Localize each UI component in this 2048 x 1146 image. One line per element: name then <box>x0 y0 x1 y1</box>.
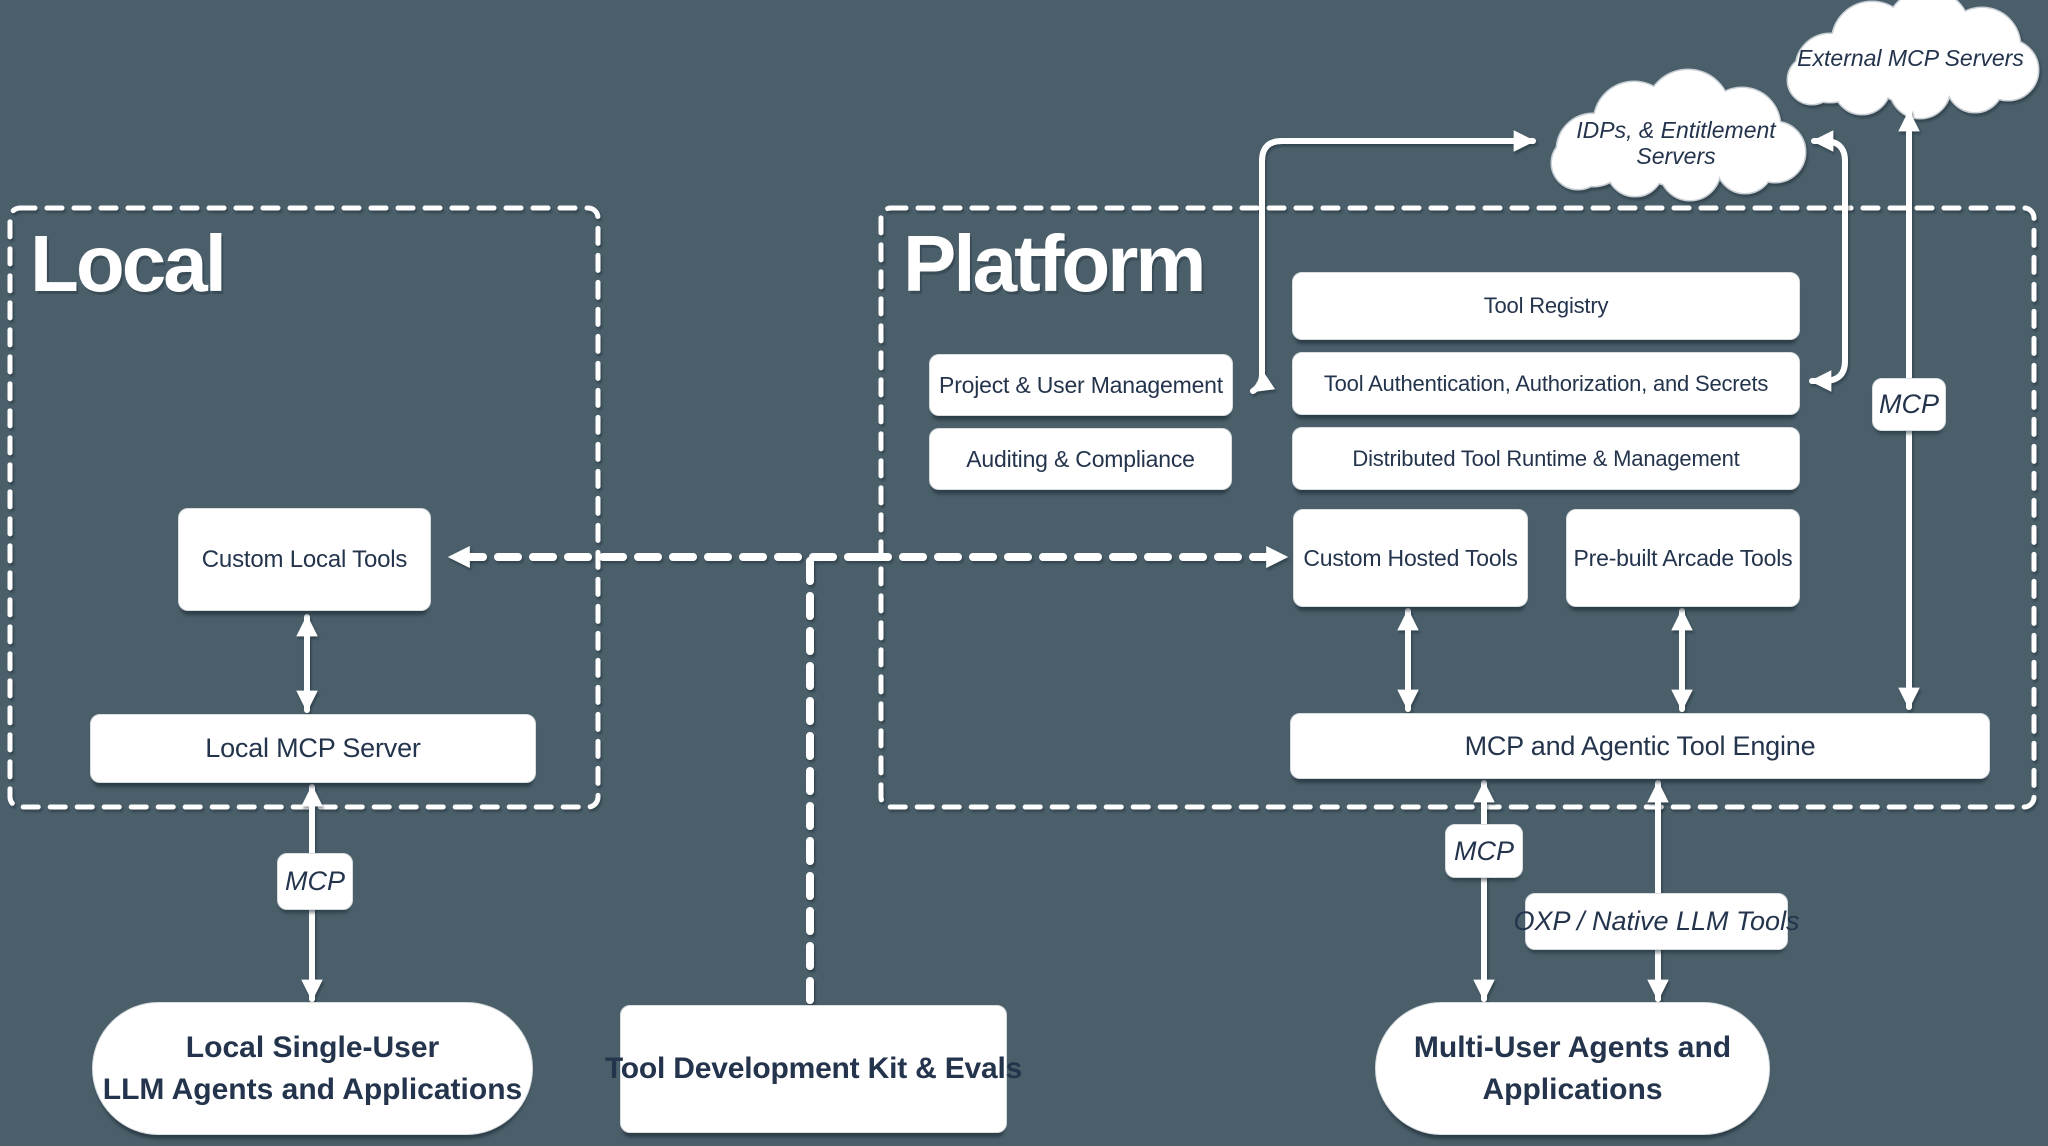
node-label: Tool Authentication, Authorization, and … <box>1323 370 1769 396</box>
node-prebuilt-arcade-tools: Pre-built Arcade Tools <box>1566 509 1800 607</box>
idps-cloud-label-line1: IDPs, & Entitlement <box>1576 117 1776 143</box>
node-tool-development-kit: Tool Development Kit & Evals <box>605 1005 1022 1133</box>
node-label-line2: Applications <box>1482 1072 1663 1106</box>
node-label: Distributed Tool Runtime & Management <box>1352 445 1740 471</box>
idps-cloud <box>1550 68 1807 202</box>
node-tool-auth: Tool Authentication, Authorization, and … <box>1292 352 1800 415</box>
node-tool-registry: Tool Registry <box>1292 272 1800 340</box>
node-auditing-compliance: Auditing & Compliance <box>929 428 1232 490</box>
node-label: Custom Local Tools <box>201 545 408 573</box>
node-distributed-runtime: Distributed Tool Runtime & Management <box>1292 427 1800 490</box>
platform-region-title: Platform <box>903 219 1206 308</box>
arrow-idps-request <box>1259 130 1536 383</box>
badge-mcp-local: MCP <box>277 853 353 910</box>
local-region-title: Local <box>30 219 227 308</box>
node-label: Tool Development Kit & Evals <box>604 1052 1023 1085</box>
idps-cloud-label-line2: Servers <box>1636 143 1716 170</box>
node-local-agents: Local Single-User LLM Agents and Applica… <box>92 1002 533 1135</box>
external-mcp-cloud-label: External MCP Servers <box>1797 45 2024 71</box>
external-mcp-cloud <box>1786 0 2040 120</box>
node-label-line1: Multi-User Agents and <box>1413 1030 1732 1064</box>
platform-region-border <box>878 205 2037 810</box>
node-label: MCP and Agentic Tool Engine <box>1464 730 1816 761</box>
node-multi-user-agents: Multi-User Agents and Applications <box>1375 1002 1770 1135</box>
arrow-cloud-to-auth <box>1809 257 1848 392</box>
badge-oxp-native-llm-tools: OXP / Native LLM Tools <box>1513 893 1800 950</box>
idps-cloud-label: IDPs, & Entitlement Servers <box>1545 117 1807 170</box>
node-mcp-engine: MCP and Agentic Tool Engine <box>1290 713 1990 779</box>
badge-mcp-platform: MCP <box>1445 824 1523 878</box>
badge-mcp-external: MCP <box>1872 378 1946 431</box>
node-label-line1: Local Single-User <box>185 1030 440 1064</box>
node-local-mcp-server: Local MCP Server <box>90 714 536 783</box>
node-custom-hosted-tools: Custom Hosted Tools <box>1293 509 1528 607</box>
arrow-auth-to-cloud <box>1811 130 1848 263</box>
node-label: Local MCP Server <box>205 733 421 763</box>
node-label-line2: LLM Agents and Applications <box>102 1072 523 1106</box>
node-project-user-management: Project & User Management <box>929 354 1233 416</box>
arrow-idps-return-tip <box>1250 371 1276 394</box>
node-label: Auditing & Compliance <box>966 445 1195 472</box>
node-label: Custom Hosted Tools <box>1303 544 1518 571</box>
local-region-border <box>7 205 601 810</box>
node-label: Pre-built Arcade Tools <box>1573 544 1793 571</box>
node-custom-local-tools: Custom Local Tools <box>178 508 431 611</box>
node-label: Project & User Management <box>939 371 1223 398</box>
node-label: Tool Registry <box>1483 293 1609 318</box>
